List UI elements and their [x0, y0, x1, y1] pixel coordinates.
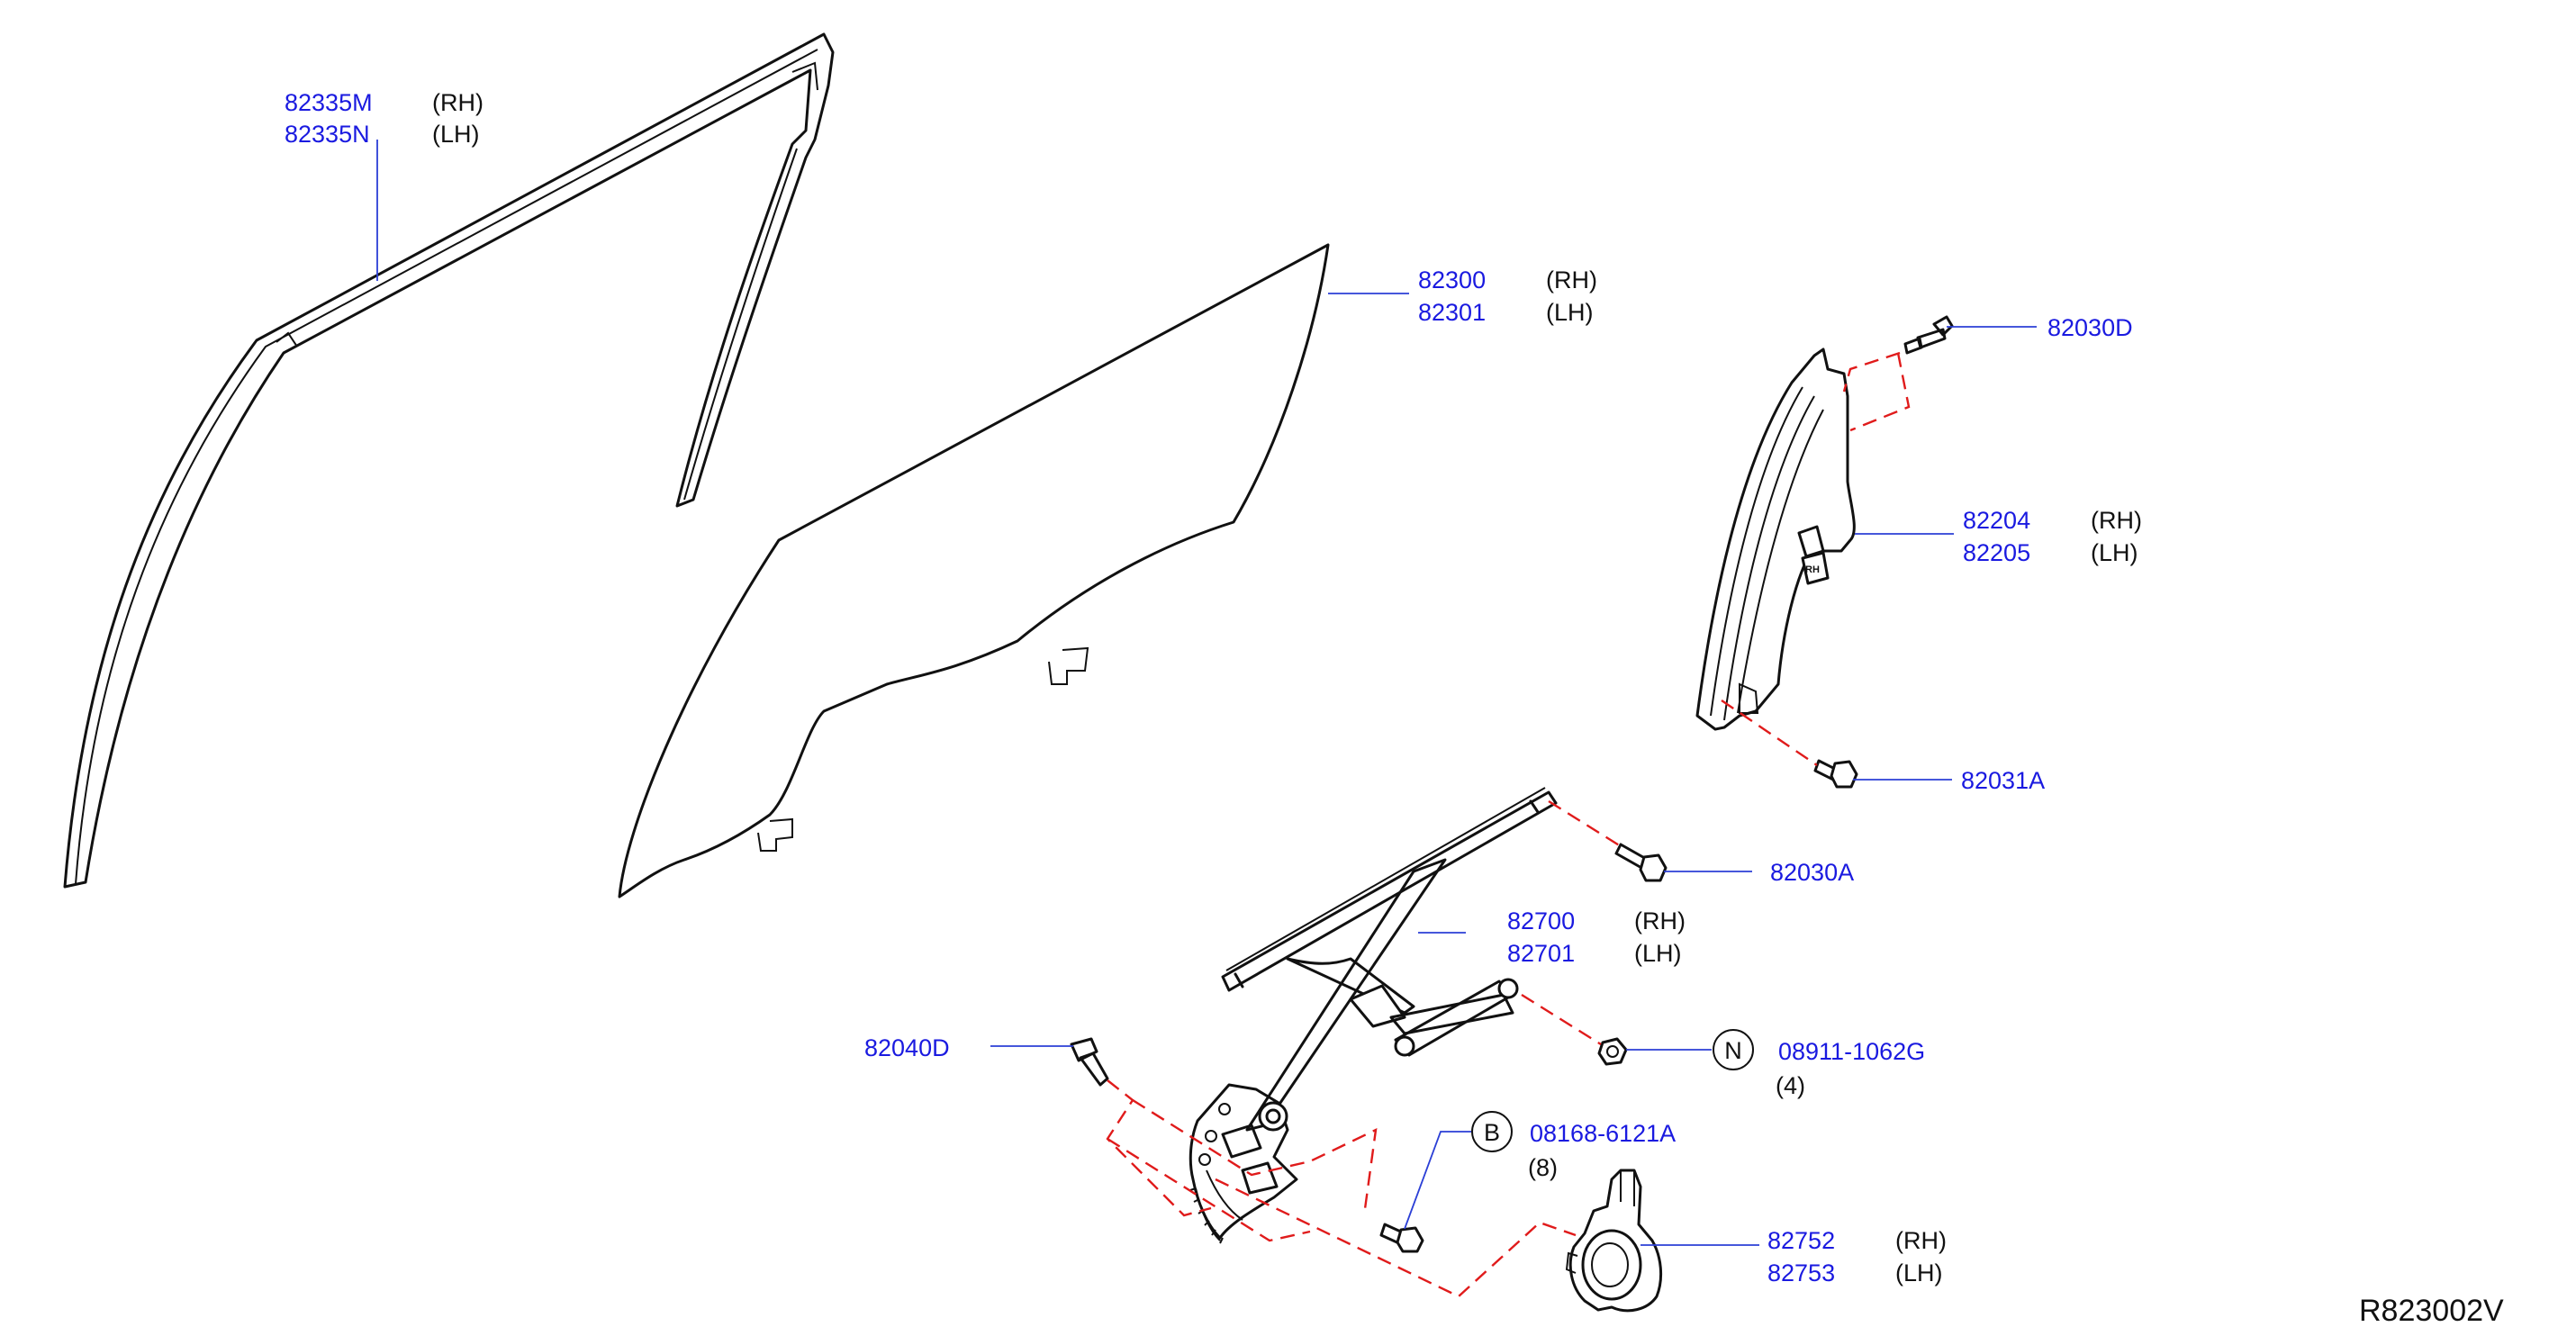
clip-82030d [1903, 315, 1954, 355]
pn-82204: 82204 [1963, 507, 2030, 534]
qty-08911: (4) [1776, 1072, 1805, 1099]
glass-run-channel [63, 32, 835, 889]
side-82752: (RH) [1895, 1227, 1947, 1254]
side-82701: (LH) [1634, 940, 1682, 967]
bolt-symbol: B [1484, 1119, 1500, 1146]
bolt-82030a [1614, 843, 1668, 882]
pn-82300: 82300 [1418, 266, 1486, 293]
pn-82031a: 82031A [1961, 767, 2045, 794]
nut-08911 [1597, 1037, 1628, 1066]
pn-82301: 82301 [1418, 299, 1486, 326]
bolt-82040d [1070, 1037, 1109, 1087]
pn-82335m: 82335M [285, 89, 373, 116]
side-82335n: (LH) [432, 121, 480, 148]
pn-82030d: 82030D [2047, 314, 2133, 341]
bolt-symbol-circle [1471, 1111, 1513, 1152]
door-glass [618, 243, 1330, 898]
regulator-motor [1565, 1169, 1662, 1313]
side-82205: (LH) [2091, 539, 2138, 566]
pn-82030a: 82030A [1770, 859, 1854, 886]
diagram-reference: R823002V [2359, 1294, 2504, 1328]
side-82300: (RH) [1546, 266, 1597, 293]
window-regulator [1189, 787, 1558, 1244]
side-82700: (RH) [1634, 907, 1686, 934]
assembly-links [1106, 351, 1911, 1298]
pn-82335n: 82335N [285, 121, 370, 148]
pn-82205: 82205 [1963, 539, 2030, 566]
leader-lines [376, 140, 2037, 1246]
pn-82040d: 82040D [864, 1034, 950, 1061]
pn-82753: 82753 [1767, 1259, 1835, 1286]
side-82204: (RH) [2091, 507, 2142, 534]
bolt-82031a [1813, 759, 1858, 789]
side-82753: (LH) [1895, 1259, 1943, 1286]
side-82301: (LH) [1546, 299, 1594, 326]
pn-82700: 82700 [1507, 907, 1575, 934]
pn-08168: 08168-6121A [1530, 1120, 1676, 1147]
nut-symbol-circle [1713, 1029, 1754, 1070]
rear-sash: RH [1695, 348, 1856, 731]
pn-82752: 82752 [1767, 1227, 1835, 1254]
bolt-08168 [1379, 1223, 1424, 1253]
side-82335m: (RH) [432, 89, 484, 116]
qty-08168: (8) [1528, 1154, 1558, 1181]
pn-08911: 08911-1062G [1778, 1038, 1925, 1065]
pn-82701: 82701 [1507, 940, 1575, 967]
nut-symbol: N [1724, 1037, 1742, 1064]
sash-rh-label: RH [1805, 564, 1820, 575]
